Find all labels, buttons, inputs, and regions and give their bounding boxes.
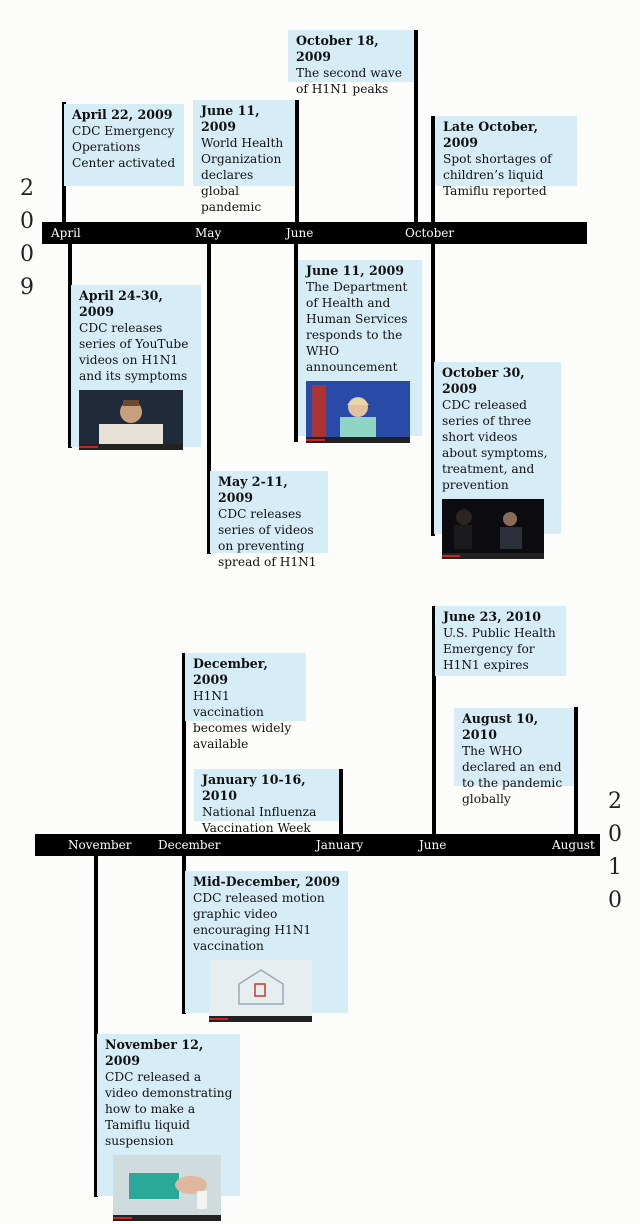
event-nov12: November 12, 2009 CDC released a video d…: [97, 1034, 240, 1221]
event-mid-dec: Mid-December, 2009 CDC released motion g…: [185, 871, 348, 1022]
event-text: CDC releases series of videos on prevent…: [218, 507, 317, 569]
year-digit: 9: [20, 275, 34, 300]
event-oct18: October 18, 2009 The second wave of H1N1…: [288, 30, 414, 96]
event-jun23-2010: June 23, 2010 U.S. Public Health Emergen…: [435, 606, 566, 676]
event-apr24: April 24-30, 2009 CDC releases series of…: [71, 285, 201, 450]
event-date: December, 2009: [193, 656, 268, 687]
event-text: CDC Emergency Operations Center activate…: [72, 124, 176, 170]
timeline-bar-2009: April May June October: [42, 222, 587, 244]
event-text: The second wave of H1N1 peaks: [296, 66, 403, 96]
event-apr22: April 22, 2009 CDC Emergency Operations …: [64, 104, 184, 186]
stem-apr24: [68, 244, 72, 448]
month-label: June: [419, 838, 447, 852]
event-text: CDC releases series of YouTube videos on…: [79, 321, 189, 383]
event-date: June 23, 2010: [443, 609, 542, 624]
event-date: August 10, 2010: [462, 711, 539, 742]
month-label: June: [286, 226, 314, 240]
event-text: The Department of Health and Human Servi…: [306, 280, 408, 374]
timeline-bar-2010: November December January June August: [35, 834, 600, 856]
month-label: October: [405, 226, 455, 240]
video-tamiflu-image: [113, 1155, 221, 1215]
year-digit: 0: [20, 209, 34, 234]
event-text: H1N1 vaccination becomes widely availabl…: [193, 689, 292, 751]
event-date: April 22, 2009: [72, 107, 173, 122]
event-oct30: October 30, 2009 CDC released series of …: [434, 362, 561, 559]
stem-jun23: [432, 606, 436, 836]
year-label-2010: 2 0 1 0: [603, 785, 627, 917]
stem-oct18: [414, 30, 418, 224]
event-text: CDC released series of three short video…: [442, 398, 548, 492]
year-digit: 0: [608, 888, 622, 913]
video-presenter-image: [306, 381, 410, 437]
video-presenter-image: [442, 499, 544, 553]
month-label: January: [316, 838, 364, 852]
stem-lateoct: [431, 116, 435, 224]
stem-aug10: [574, 707, 578, 836]
event-jan10-2010: January 10-16, 2010 National Influenza V…: [194, 769, 339, 835]
event-text: Spot shortages of children’s liquid Tami…: [443, 152, 552, 198]
stem-nov12: [94, 856, 98, 1197]
year-digit: 0: [608, 822, 622, 847]
month-label: November: [68, 838, 132, 852]
stem-dec09: [182, 653, 186, 836]
event-text: World Health Organization declares globa…: [201, 136, 284, 214]
video-thumbnail[interactable]: [113, 1155, 221, 1221]
event-text: U.S. Public Health Emergency for H1N1 ex…: [443, 626, 556, 672]
video-controls[interactable]: [113, 1215, 221, 1221]
event-text: The WHO declared an end to the pandemic …: [462, 744, 563, 806]
event-jun11-hhs: June 11, 2009 The Department of Health a…: [298, 260, 422, 443]
year-digit: 0: [20, 242, 34, 267]
event-date: June 11, 2009: [201, 103, 260, 134]
stem-middec: [182, 856, 186, 1014]
month-label: December: [158, 838, 221, 852]
stem-jun11a: [295, 100, 299, 224]
video-presenter-image: [79, 390, 183, 444]
month-label: April: [51, 226, 81, 240]
stem-jun11b: [294, 244, 298, 442]
event-dec09: December, 2009 H1N1 vaccination becomes …: [185, 653, 306, 751]
video-graphic-image: [209, 960, 312, 1016]
video-thumbnail[interactable]: [79, 390, 183, 450]
event-date: May 2-11, 2009: [218, 474, 288, 505]
video-controls[interactable]: [79, 444, 183, 450]
video-controls[interactable]: [442, 553, 544, 559]
event-date: January 10-16, 2010: [202, 772, 306, 803]
month-label: August: [552, 838, 595, 852]
event-text: National Influenza Vaccination Week: [202, 805, 317, 835]
video-thumbnail[interactable]: [442, 499, 544, 559]
event-date: June 11, 2009: [306, 263, 405, 278]
event-jun11-who: June 11, 2009 World Health Organization …: [193, 100, 295, 214]
video-thumbnail[interactable]: [209, 960, 312, 1022]
month-label: May: [195, 226, 222, 240]
event-text: CDC released a video demonstrating how t…: [105, 1070, 233, 1148]
event-date: November 12, 2009: [105, 1037, 204, 1068]
year-digit: 2: [608, 789, 622, 814]
event-date: Late October, 2009: [443, 119, 539, 150]
stem-may2: [207, 244, 211, 554]
event-date: Mid-December, 2009: [193, 874, 341, 889]
year-label-2009: 2 0 0 9: [15, 172, 39, 304]
stem-jan10: [339, 769, 343, 836]
event-aug10-2010: August 10, 2010 The WHO declared an end …: [454, 708, 574, 806]
year-digit: 2: [20, 176, 34, 201]
video-thumbnail[interactable]: [306, 381, 410, 443]
stem-oct30: [431, 244, 435, 536]
event-late-oct: Late October, 2009 Spot shortages of chi…: [435, 116, 577, 198]
event-date: October 30, 2009: [442, 365, 525, 396]
video-controls[interactable]: [209, 1016, 312, 1022]
event-may2: May 2-11, 2009 CDC releases series of vi…: [210, 471, 328, 569]
year-digit: 1: [608, 855, 622, 880]
event-text: CDC released motion graphic video encour…: [193, 891, 325, 953]
video-controls[interactable]: [306, 437, 410, 443]
event-date: October 18, 2009: [296, 33, 379, 64]
event-date: April 24-30, 2009: [79, 288, 163, 319]
